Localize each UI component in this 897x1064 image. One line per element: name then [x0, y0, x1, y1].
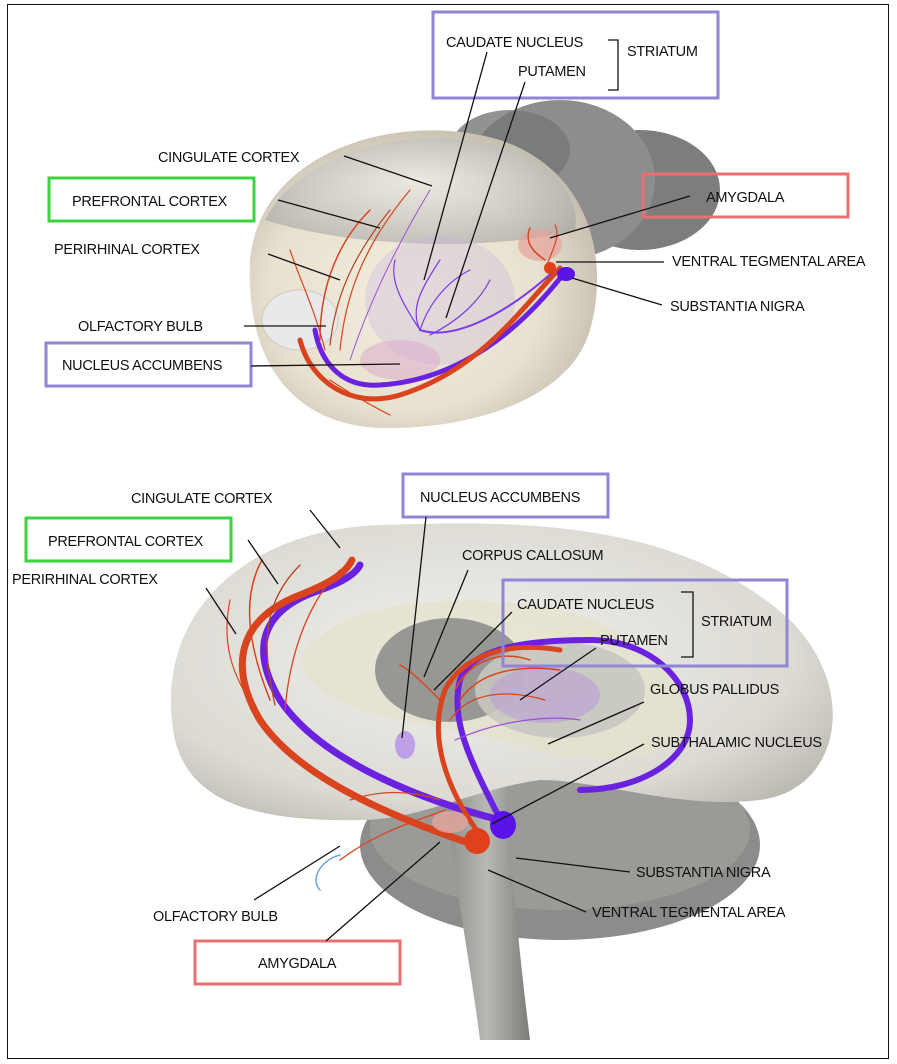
substantia-nigra-label-top: SUBSTANTIA NIGRA — [670, 299, 805, 315]
olfactory-bulb-label-bottom: OLFACTORY BULB — [153, 909, 278, 925]
prefrontal-cortex-label-bottom: PREFRONTAL CORTEX — [48, 534, 204, 550]
amygdala-label-bottom: AMYGDALA — [258, 956, 337, 972]
globus-pallidus-shape — [490, 667, 600, 723]
caudate-nucleus-label-top: CAUDATE NUCLEUS — [446, 35, 583, 51]
human-vta-dot — [464, 828, 490, 854]
putamen-label-top: PUTAMEN — [518, 64, 586, 80]
nucleus-accumbens-label-bottom: NUCLEUS ACCUMBENS — [420, 490, 580, 506]
striatum-bracket-top — [608, 40, 618, 90]
striatum-label-bottom: STRIATUM — [701, 614, 772, 630]
subthalamic-nucleus-label-bottom: SUBTHALAMIC NUCLEUS — [651, 735, 822, 751]
nucleus-accumbens-label-top: NUCLEUS ACCUMBENS — [62, 358, 222, 374]
human-substantia-nigra-dot — [490, 811, 516, 839]
cingulate-cortex-label-top: CINGULATE CORTEX — [158, 150, 300, 166]
rat-substantia-nigra-dot — [557, 267, 575, 281]
human-amygdala-shape — [432, 811, 468, 833]
cingulate-cortex-label-bottom: CINGULATE CORTEX — [131, 491, 273, 507]
striatum-label-top: STRIATUM — [627, 44, 698, 60]
globus-pallidus-label-bottom: GLOBUS PALLIDUS — [650, 682, 779, 698]
substantia-nigra-label-bottom: SUBSTANTIA NIGRA — [636, 865, 771, 881]
human-nucleus-accumbens-shape — [395, 731, 415, 759]
perirhinal-cortex-label-bottom: PERIRHINAL CORTEX — [12, 572, 158, 588]
rat-vta-dot — [544, 262, 556, 274]
ventral-tegmental-area-label-bottom: VENTRAL TEGMENTAL AREA — [592, 905, 786, 921]
putamen-label-bottom: PUTAMEN — [600, 633, 668, 649]
rat-brain-illustration — [250, 100, 720, 428]
amygdala-label-top: AMYGDALA — [706, 190, 785, 206]
olfactory-bulb-label-top: OLFACTORY BULB — [78, 319, 203, 335]
corpus-callosum-label-bottom: CORPUS CALLOSUM — [462, 548, 603, 564]
prefrontal-cortex-label-top: PREFRONTAL CORTEX — [72, 194, 228, 210]
caudate-nucleus-label-bottom: CAUDATE NUCLEUS — [517, 597, 654, 613]
ventral-tegmental-area-label-top: VENTRAL TEGMENTAL AREA — [672, 254, 866, 270]
perirhinal-cortex-label-top: PERIRHINAL CORTEX — [54, 242, 200, 258]
